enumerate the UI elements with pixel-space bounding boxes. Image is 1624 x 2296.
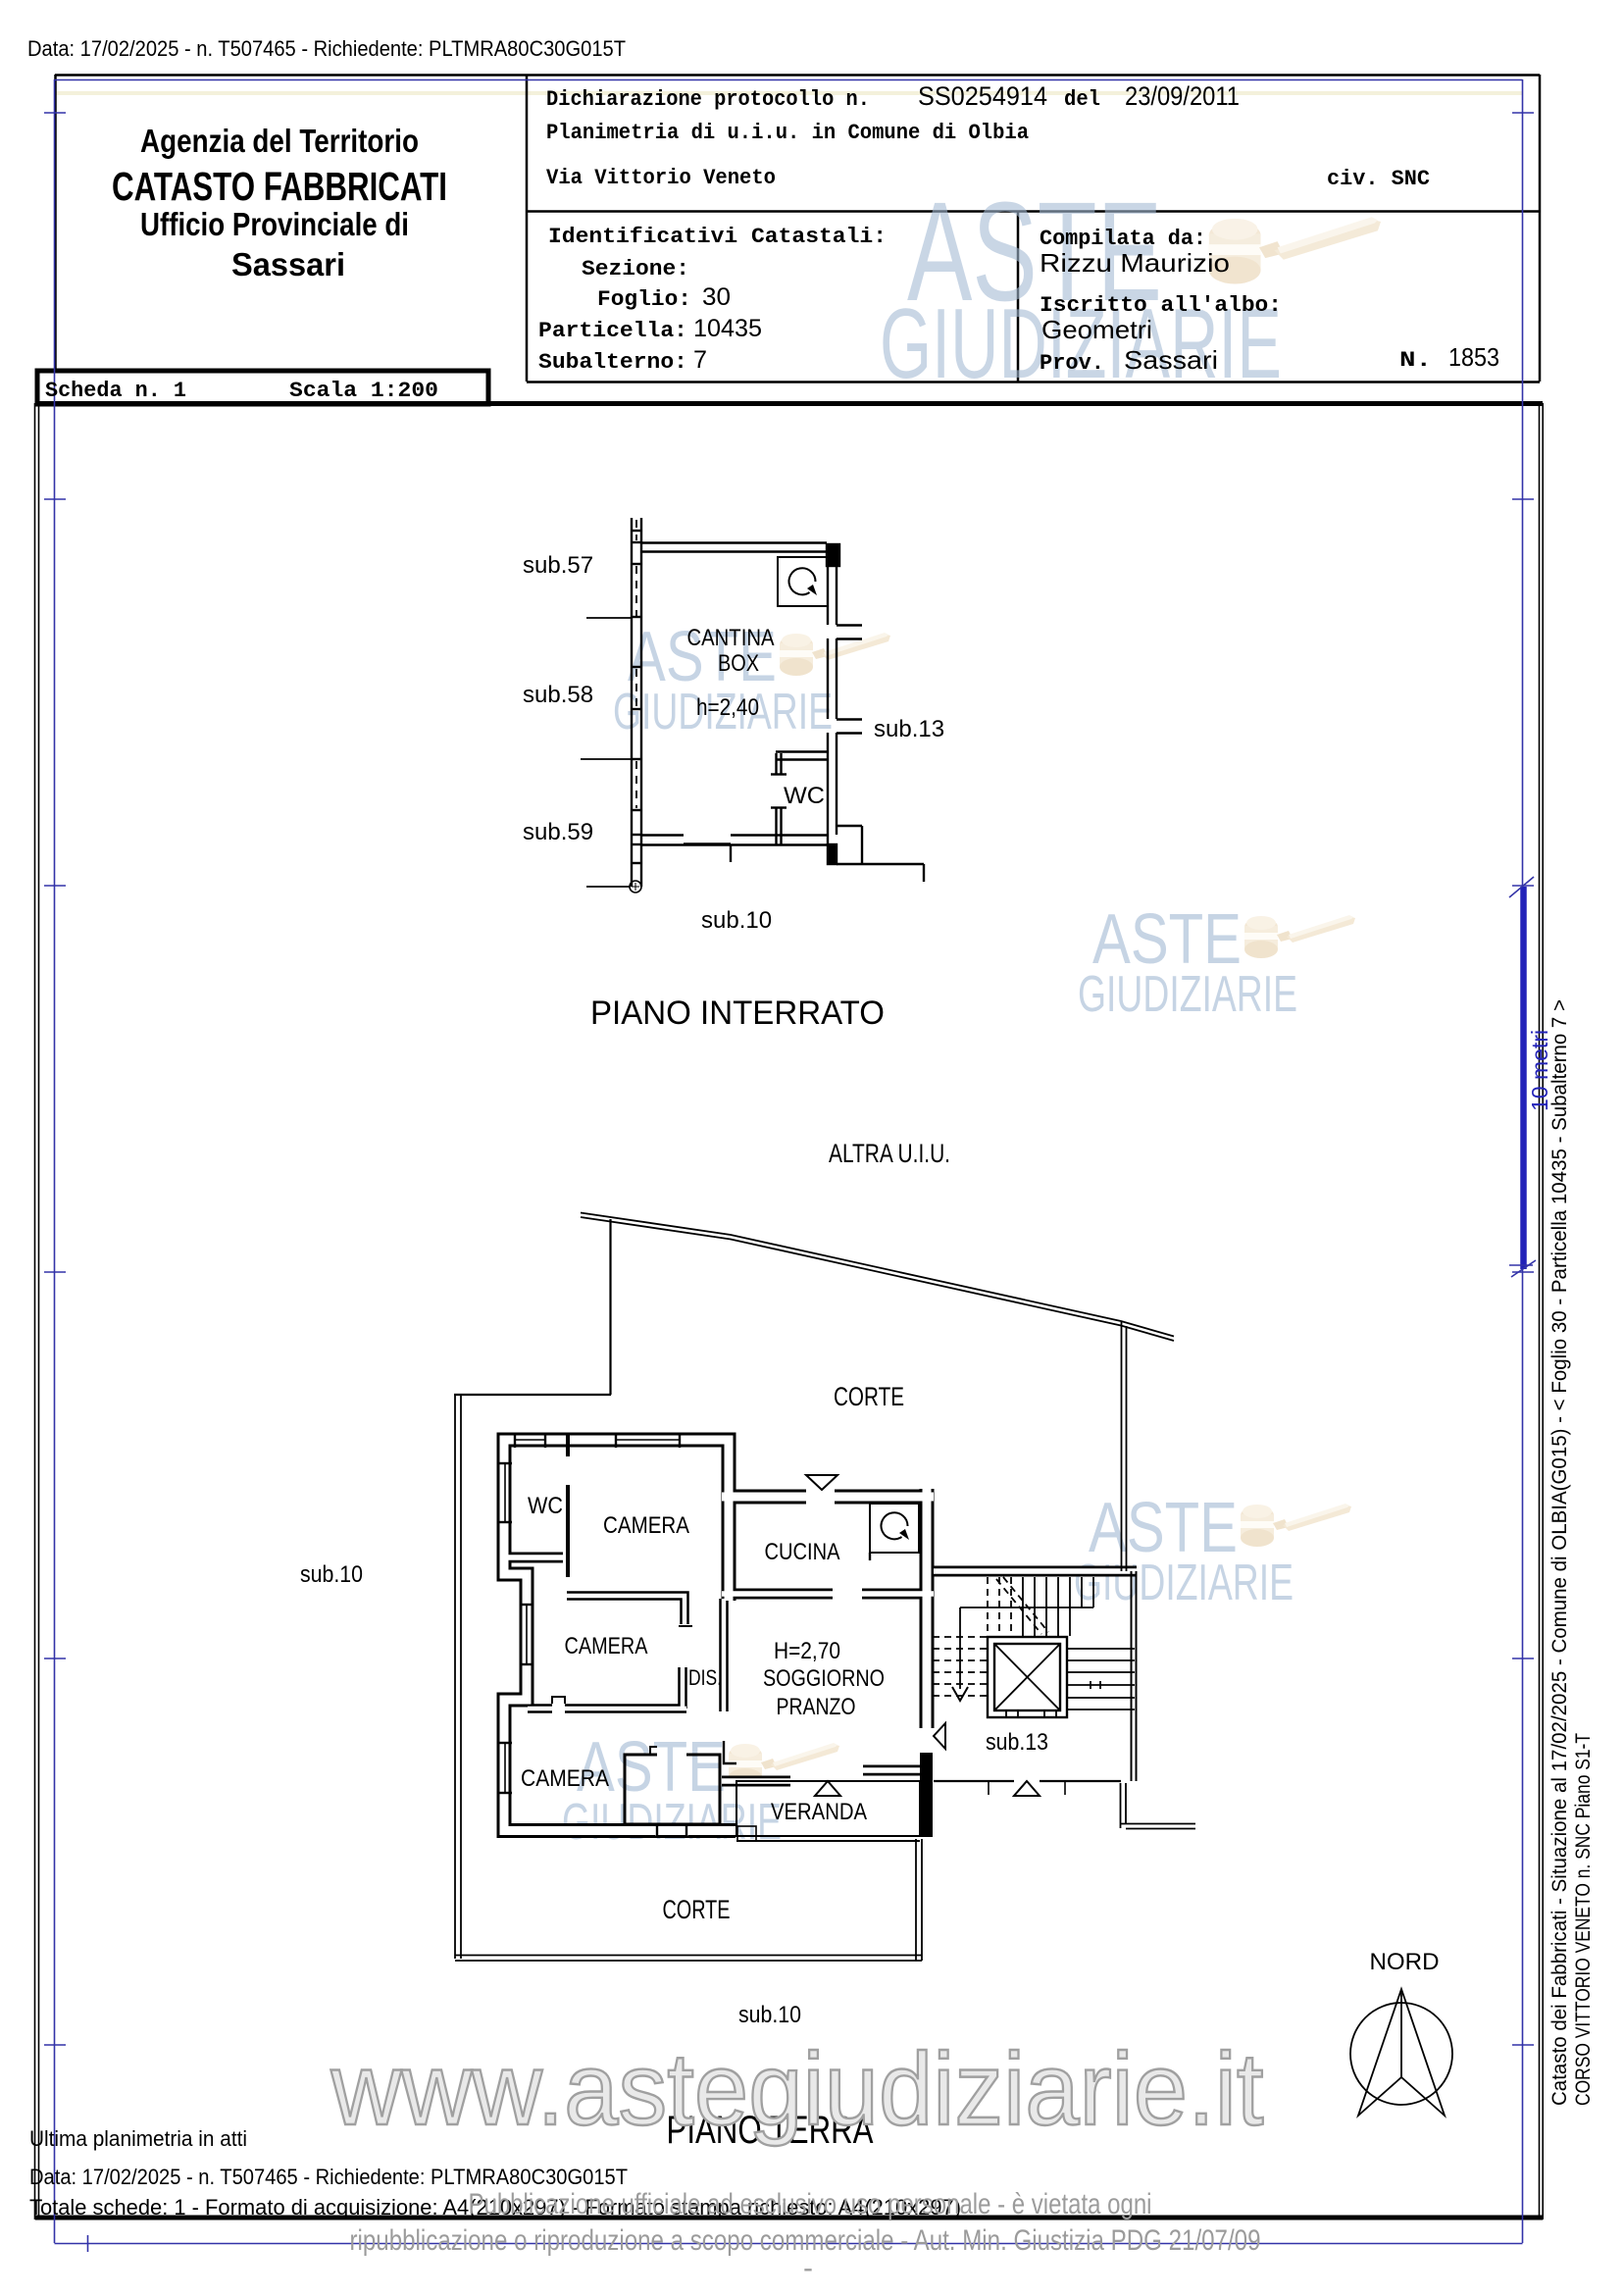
svg-text:sub.57: sub.57 — [523, 552, 593, 579]
svg-text:WC: WC — [784, 783, 825, 809]
svg-text:Scala 1:200: Scala 1:200 — [289, 379, 438, 403]
svg-text:Foglio:: Foglio: — [597, 287, 691, 312]
svg-text:Sassari: Sassari — [231, 246, 345, 282]
svg-text:DIS.: DIS. — [688, 1665, 722, 1690]
svg-text:civ. SNC: civ. SNC — [1327, 167, 1430, 191]
svg-text:ASTE: ASTE — [907, 173, 1162, 331]
svg-text:Dichiarazione protocollo n.: Dichiarazione protocollo n. — [546, 87, 870, 112]
svg-text:PRANZO: PRANZO — [777, 1694, 856, 1720]
svg-text:CATASTO FABBRICATI: CATASTO FABBRICATI — [112, 164, 447, 209]
svg-text:CUCINA: CUCINA — [765, 1539, 840, 1565]
svg-text:Rizzu Maurizio: Rizzu Maurizio — [1040, 248, 1230, 278]
svg-text:BOX: BOX — [718, 650, 759, 677]
svg-text:PIANO TERRA: PIANO TERRA — [667, 2109, 874, 2152]
svg-text:sub.13: sub.13 — [874, 716, 944, 742]
svg-text:1853: 1853 — [1448, 342, 1499, 372]
svg-text:Agenzia del Territorio: Agenzia del Territorio — [140, 123, 419, 159]
svg-text:Pubblicazione ufficiale ad esc: Pubblicazione ufficiale ad esclusivo uso… — [469, 2188, 1152, 2220]
svg-text:30: 30 — [702, 283, 731, 311]
svg-text:Prov.: Prov. — [1040, 351, 1104, 376]
svg-text:Ufficio Provinciale di: Ufficio Provinciale di — [140, 206, 409, 242]
svg-text:10435: 10435 — [693, 315, 762, 342]
svg-text:N.: N. — [1399, 348, 1432, 373]
svg-text:CAMERA: CAMERA — [521, 1765, 609, 1792]
svg-text:CAMERA: CAMERA — [603, 1512, 689, 1539]
svg-text:-: - — [803, 2252, 813, 2284]
svg-text:CORTE: CORTE — [834, 1382, 904, 1411]
svg-text:Sassari: Sassari — [1124, 345, 1218, 375]
svg-text:PIANO INTERRATO: PIANO INTERRATO — [590, 995, 885, 1032]
svg-text:VERANDA: VERANDA — [771, 1799, 867, 1825]
svg-text:Scheda n. 1: Scheda n. 1 — [45, 379, 186, 403]
svg-text:GIUDIZIARIE: GIUDIZIARIE — [880, 289, 1282, 399]
svg-text:h=2,40: h=2,40 — [696, 694, 759, 721]
svg-text:23/09/2011: 23/09/2011 — [1125, 81, 1240, 111]
svg-text:Iscritto all'albo:: Iscritto all'albo: — [1040, 293, 1282, 318]
svg-text:Data: 17/02/2025 - n. T507465: Data: 17/02/2025 - n. T507465 - Richiede… — [29, 2165, 628, 2189]
svg-text:Catasto dei Fabbricati - Situa: Catasto dei Fabbricati - Situazione al 1… — [1548, 999, 1571, 2106]
svg-text:WC: WC — [528, 1493, 563, 1519]
svg-text:SOGGIORNO: SOGGIORNO — [763, 1665, 885, 1692]
svg-text:NORD: NORD — [1370, 1949, 1440, 1975]
svg-text:sub.59: sub.59 — [523, 819, 593, 845]
svg-text:Totale schede: 1 - Formato di: Totale schede: 1 - Formato di acquisizio… — [29, 2195, 961, 2219]
svg-text:7: 7 — [693, 346, 707, 374]
svg-text:Data: 17/02/2025 - n. T507465: Data: 17/02/2025 - n. T507465 - Richiede… — [27, 36, 626, 61]
svg-text:Planimetria di u.i.u. in Comun: Planimetria di u.i.u. in Comune di Olbia — [546, 121, 1029, 145]
svg-text:CANTINA: CANTINA — [687, 625, 775, 651]
svg-text:sub.58: sub.58 — [523, 682, 593, 708]
svg-text:ripubblicazione o riproduzione: ripubblicazione o riproduzione a scopo c… — [350, 2224, 1261, 2257]
svg-text:SS0254914: SS0254914 — [918, 81, 1047, 111]
svg-text:CORSO VITTORIO VENETO n. SNC P: CORSO VITTORIO VENETO n. SNC Piano S1-T — [1572, 1733, 1595, 2106]
svg-text:ALTRA U.I.U.: ALTRA U.I.U. — [829, 1139, 950, 1168]
svg-text:Ultima planimetria in atti: Ultima planimetria in atti — [29, 2126, 247, 2151]
svg-text:Particella:: Particella: — [538, 319, 687, 343]
svg-text:sub.10: sub.10 — [738, 2002, 801, 2028]
svg-text:www.astegiudiziarie.it: www.astegiudiziarie.it — [330, 2032, 1264, 2147]
svg-text:sub.10: sub.10 — [300, 1561, 363, 1588]
svg-text:Subalterno:: Subalterno: — [538, 350, 687, 375]
svg-text:Identificativi Catastali:: Identificativi Catastali: — [548, 225, 887, 249]
svg-text:Geometri: Geometri — [1041, 315, 1152, 344]
svg-text:Compilata da:: Compilata da: — [1040, 227, 1206, 251]
svg-text:H=2,70: H=2,70 — [774, 1638, 840, 1664]
svg-text:CAMERA: CAMERA — [565, 1633, 648, 1659]
svg-text:del: del — [1064, 87, 1100, 112]
svg-text:10 metri: 10 metri — [1527, 1030, 1552, 1111]
svg-text:Sezione:: Sezione: — [582, 257, 689, 281]
svg-text:sub.10: sub.10 — [701, 907, 772, 934]
svg-text:Via Vittorio Veneto: Via Vittorio Veneto — [546, 166, 776, 190]
svg-text:sub.13: sub.13 — [986, 1729, 1048, 1756]
svg-text:CORTE: CORTE — [663, 1895, 731, 1924]
